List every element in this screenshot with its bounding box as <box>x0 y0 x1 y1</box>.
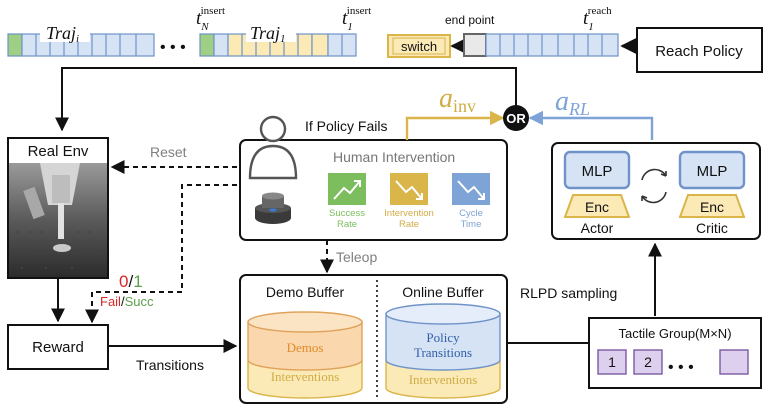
real-env-photo <box>9 163 107 277</box>
switch-block: switch <box>387 34 451 58</box>
t-1-reach-label: t1reach <box>583 5 612 33</box>
traj-1-sub: 1 <box>280 33 286 45</box>
actor-mlp-label: MLP <box>582 163 613 180</box>
cycle-time-line1: Cycle <box>459 208 483 219</box>
human-intervention-title: Human Intervention <box>333 149 455 165</box>
action-to-env-arrow <box>55 67 517 132</box>
critic-label: Critic <box>696 220 728 236</box>
reach-policy-label: Reach Policy <box>655 43 743 60</box>
reach-policy-box: Reach Policy <box>636 27 763 73</box>
rlpd-sampling-label: RLPD sampling <box>520 285 617 301</box>
success-rate-line2: Rate <box>337 219 357 230</box>
reward-box: Reward <box>7 324 109 370</box>
critic-mlp: MLP <box>678 150 746 190</box>
switch-label: switch <box>401 39 437 54</box>
tactile-cell-2 <box>633 349 663 375</box>
cycle-time-icon <box>452 173 490 205</box>
end-point-label: end point <box>445 13 495 27</box>
cycle-icon <box>641 168 667 204</box>
score-value: 0/1 <box>119 272 143 291</box>
success-signal-arrow <box>85 184 237 324</box>
real-env-label: Real Env <box>28 143 89 160</box>
traj-1-label: Traj <box>250 23 280 43</box>
a-inv-arrow <box>405 110 505 140</box>
tactile-group-box: Tactile Group(M×N) 1 2 • • • <box>588 317 762 389</box>
actor-mlp: MLP <box>563 150 631 190</box>
policy-transitions-line1: Policy <box>426 330 460 345</box>
t-1-insert-label: t1insert <box>342 5 371 33</box>
traj-i-label: Traj <box>46 23 76 43</box>
intervention-rate-line1: Intervention <box>384 208 434 219</box>
actor-enc: Enc <box>563 194 631 218</box>
critic-enc-label: Enc <box>700 199 724 215</box>
a-rl-arrow <box>528 110 654 140</box>
t-n-insert-label: tNinsert <box>196 5 225 33</box>
traj-i-segment: Traji <box>7 22 155 57</box>
success-rate-line1: Success <box>329 208 365 219</box>
transitions-label: Transitions <box>136 357 204 373</box>
demo-buffer-title: Demo Buffer <box>266 284 345 300</box>
online-interventions-label: Interventions <box>409 372 478 387</box>
reset-label: Reset <box>150 144 187 160</box>
actor-enc-label: Enc <box>585 199 609 215</box>
tactile-cell-1 <box>597 349 627 375</box>
a-inv-label: ainv <box>439 83 476 116</box>
online-buffer-title: Online Buffer <box>402 284 484 300</box>
human-intervention-box: Human Intervention Success Rate Interven… <box>239 115 508 241</box>
actor-critic-box: MLP Enc Actor MLP Enc Critic <box>551 142 761 240</box>
demo-interventions-label: Interventions <box>271 369 340 384</box>
trajectory-ellipsis: • • • <box>160 39 186 56</box>
demos-label: Demos <box>287 340 324 355</box>
svg-text:Traji: Traji <box>46 23 79 45</box>
score-label: Fail/Succ <box>100 294 154 309</box>
actor-label: Actor <box>581 220 614 236</box>
if-policy-fails-label: If Policy Fails <box>305 118 387 134</box>
spacemouse-icon <box>255 192 291 224</box>
tactile-cell-1-label: 1 <box>608 354 616 370</box>
cycle-time-line2: Time <box>461 219 482 230</box>
or-node: OR <box>503 105 529 131</box>
success-rate-icon <box>328 173 366 205</box>
tactile-group-title: Tactile Group(M×N) <box>618 326 731 341</box>
critic-enc: Enc <box>678 194 746 218</box>
intervention-rate-icon <box>390 173 428 205</box>
reward-label: Reward <box>32 339 84 356</box>
traj-i-sub: i <box>76 33 79 45</box>
intervention-rate-line2: Rate <box>399 219 419 230</box>
tactile-cell-2-label: 2 <box>644 354 652 370</box>
a-rl-label: aRL <box>555 86 590 119</box>
buffers-box: Demo Buffer Online Buffer Demos Interven… <box>239 274 508 404</box>
online-buffer-cylinder: Policy Transitions Interventions <box>385 303 501 399</box>
trajectory-strip: Traji • • • Traj1 tNinsert <box>7 5 638 58</box>
critic-mlp-label: MLP <box>697 163 728 180</box>
tactile-cell-last <box>719 349 749 375</box>
policy-transitions-line2: Transitions <box>414 345 472 360</box>
reach-segment <box>463 33 619 57</box>
real-env-box: Real Env <box>7 137 109 279</box>
person-icon <box>248 115 298 180</box>
or-label: OR <box>506 111 526 126</box>
traj-1-segment: Traj1 <box>199 22 357 57</box>
teleop-label: Teleop <box>336 249 377 265</box>
tactile-ellipsis: • • • <box>668 359 694 376</box>
svg-text:Traj1: Traj1 <box>250 23 286 45</box>
demo-buffer-cylinder: Demos Interventions <box>247 311 363 399</box>
